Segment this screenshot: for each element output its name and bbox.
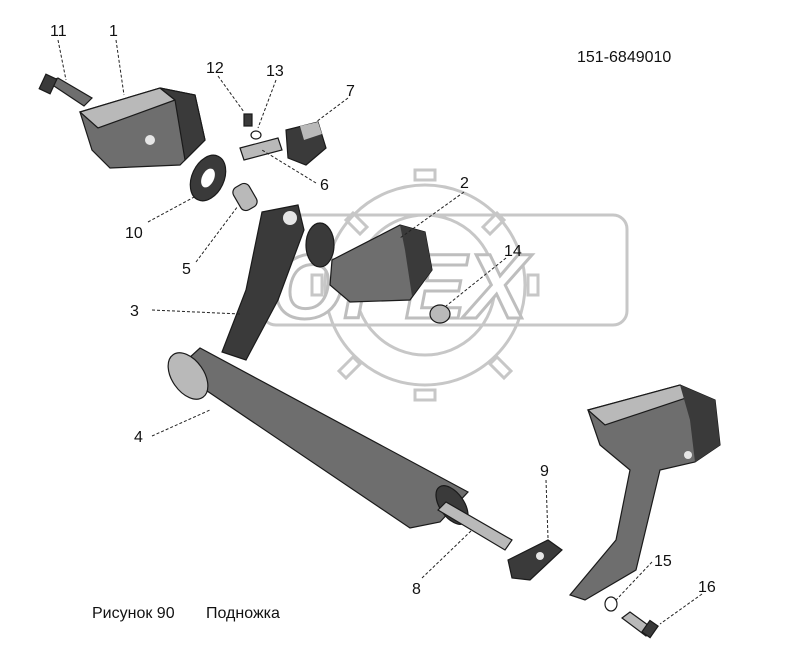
callout-10: 10 — [125, 225, 143, 242]
callout-5: 5 — [182, 261, 191, 278]
callout-labels: 11 1 12 13 7 6 2 10 5 14 3 4 9 8 15 16 — [50, 23, 716, 598]
part-13-washer — [250, 130, 262, 140]
part-8-axle — [437, 501, 513, 551]
part-10-ring — [189, 154, 227, 202]
callout-9: 9 — [540, 463, 549, 480]
callout-4: 4 — [134, 429, 143, 446]
document-code: 151-6849010 — [577, 49, 671, 66]
callout-15: 15 — [654, 553, 672, 570]
part-3-arm — [221, 204, 305, 361]
part-7-clip — [285, 121, 327, 166]
part-16-bolt — [621, 611, 659, 639]
callout-3: 3 — [130, 303, 139, 320]
figure-caption: Рисунок 90 Подножка — [92, 605, 280, 622]
callout-1: 1 — [109, 23, 118, 40]
part-5-bushing — [232, 182, 258, 212]
watermark: OPEX — [260, 168, 629, 402]
part-11-bolt — [38, 73, 93, 107]
callout-7: 7 — [346, 83, 355, 100]
callout-13: 13 — [266, 63, 284, 80]
part-6-plate — [239, 137, 283, 161]
part-9-lock-plate — [507, 539, 563, 581]
part-14-nut — [429, 304, 451, 324]
part-4-tube — [167, 347, 469, 529]
part-1-bracket — [78, 87, 206, 169]
callout-14: 14 — [504, 243, 522, 260]
callout-12: 12 — [206, 60, 224, 77]
callout-8: 8 — [412, 581, 421, 598]
leader-lines — [57, 39, 703, 625]
part-12-screw — [243, 113, 253, 127]
callout-16: 16 — [698, 579, 716, 596]
part-15-washer — [604, 596, 618, 612]
part-2-cover — [305, 222, 433, 303]
callout-11: 11 — [50, 23, 67, 40]
callout-6: 6 — [320, 177, 329, 194]
caption-figure-number: Рисунок 90 — [92, 605, 175, 622]
part-right-bracket — [568, 384, 721, 601]
callout-2: 2 — [460, 175, 469, 192]
caption-title: Подножка — [206, 605, 280, 622]
